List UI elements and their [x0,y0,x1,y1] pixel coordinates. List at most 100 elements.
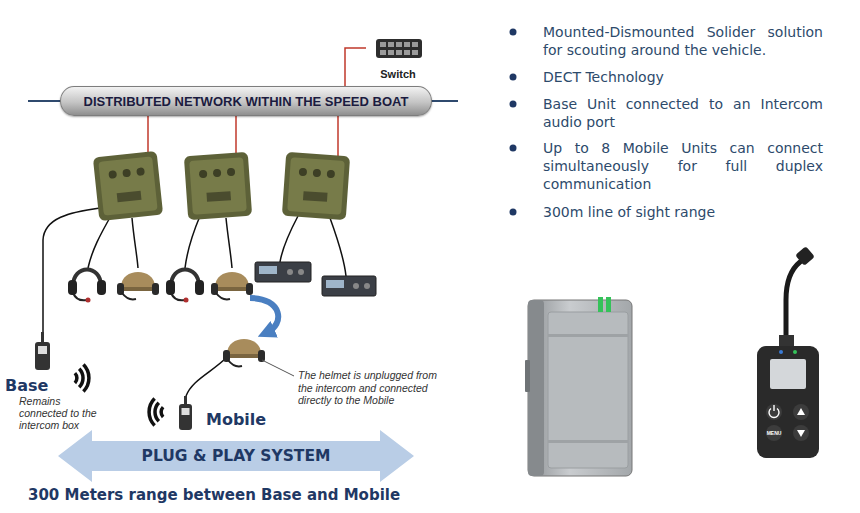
helmet-brim [119,287,157,291]
gooseneck-mic [786,257,806,340]
plug-and-play-arrow: PLUG & PLAY SYSTEM [58,430,414,482]
bullet-dot [510,74,517,81]
intercom-knob [227,168,236,177]
audio-cables [43,208,346,396]
audio-cable [226,218,232,268]
audio-cable [330,218,346,276]
base-handset [35,332,50,370]
switch-port [388,50,394,55]
switch-port [404,42,410,47]
boom-mic [228,360,242,366]
intercom-face [189,157,247,215]
boom-mic [171,293,185,300]
intercom-plate [206,191,231,202]
helmet [117,272,159,299]
helmet [211,272,253,299]
mobile-handset [179,396,192,430]
intercom-box [184,152,252,220]
intercom-face [98,156,157,215]
case-latch [598,297,603,312]
unit-note: Remains connected to the intercom box [19,395,103,431]
ear-cup [195,280,204,295]
leader-line [262,360,294,376]
intercom-knob [199,170,208,179]
ear-cup [166,280,175,295]
case-body [528,300,632,476]
feature-bullet: DECT Technology [543,68,823,86]
network-link [345,48,366,86]
switch-port [404,50,410,55]
intercom-knob [136,167,145,176]
case-clip [525,360,530,392]
radio-knob [287,269,293,275]
mobile-unit-photo [757,246,819,458]
base-unit-photo [525,297,632,476]
wave-arc [149,399,155,426]
mic-tip [184,298,189,303]
up-icon [797,408,805,415]
device-button [766,425,782,441]
intercom-knob [108,170,117,179]
network-wire [235,116,237,156]
wireless-symbol [149,399,163,426]
handset-antenna [41,332,44,343]
radio-knob [353,283,359,289]
headband [171,270,199,287]
network-wire [337,116,339,156]
mic-tip [86,298,91,303]
intercom-knob [327,170,336,179]
radio-set [255,262,376,296]
case-side [528,300,544,476]
intercom-knob [213,169,222,178]
switch-port [380,42,386,47]
arrow-label: PLUG & PLAY SYSTEM [142,447,331,465]
helmet-brim [213,287,251,291]
switch-port [412,42,418,47]
bullet-dot [510,29,517,36]
radio-body [255,262,311,282]
intercom-box [93,151,163,221]
connector-layer [345,48,366,86]
audio-cable [88,214,112,268]
helmet-shell [121,272,155,287]
move-arrow [250,298,278,333]
wireless-symbol [75,365,89,392]
ear-cup [68,280,77,295]
radio-screen [259,266,277,274]
power-icon [773,405,774,411]
handset-antenna [184,396,187,405]
intercom-knob [299,168,308,177]
network-drops [148,116,338,156]
callout-note: The helmet is unplugged from the interco… [298,369,450,407]
radio-knob [364,283,370,289]
intercom-box [282,152,350,220]
switch-port [388,42,394,47]
range-caption: 300 Meters range between Base and Mobile [28,486,400,504]
audio-cable [132,218,138,268]
switch-icon [376,39,422,58]
network-wire [147,116,149,156]
case-ridge [548,440,628,443]
status-light [793,350,797,354]
intercom-case [184,152,252,220]
handset-screen [38,346,47,354]
helmet-shell [215,272,249,287]
audio-cable [280,216,298,262]
intercom-plate [303,191,328,202]
intercom-knob [122,169,131,178]
device-screen [770,359,806,389]
network-band: DISTRIBUTED NETWORK WITHIN THE SPEED BOA… [60,86,432,116]
arrow-shape [58,430,414,482]
device-body [757,346,819,458]
case-ridge [548,334,628,337]
headset [166,270,204,303]
audio-cable [186,358,226,396]
boom-mic [73,293,87,300]
wave-arc [83,365,89,392]
helmet-shell [227,339,261,354]
switch-body [376,39,422,58]
handset-body [35,342,50,370]
audio-cable [43,208,100,332]
feature-bullet: 300m line of sight range [543,203,823,221]
